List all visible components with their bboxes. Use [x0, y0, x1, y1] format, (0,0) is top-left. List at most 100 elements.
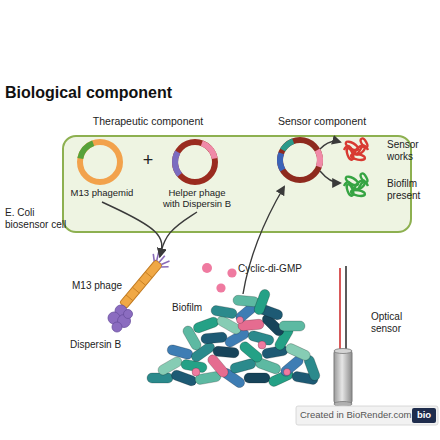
biofilm-cells	[247, 330, 275, 346]
phage-illustration	[115, 249, 172, 312]
red-protein	[359, 137, 368, 148]
biofilm-cells	[244, 373, 270, 383]
diagram-title: Biological component	[5, 83, 305, 102]
biofilm-cells	[234, 300, 260, 324]
biofilm-cells	[192, 316, 220, 334]
biofilm-cells	[261, 345, 288, 359]
biofilm-cells	[215, 314, 243, 336]
biofilm-cells	[181, 324, 203, 352]
biofilm-cells	[170, 369, 198, 387]
phage-illustration	[120, 260, 163, 309]
optical-sensor-device	[334, 266, 352, 407]
biofilm-cells	[210, 305, 237, 319]
flow-arrow	[160, 212, 197, 256]
red-protein	[344, 146, 368, 154]
section-heading: Sensor component	[270, 115, 374, 128]
phagemid-plasmid	[80, 142, 120, 182]
phagemid-plasmid	[80, 143, 93, 158]
biofilm-cells	[229, 358, 257, 374]
biofilm-cells	[194, 371, 221, 385]
biofilm-cells	[254, 357, 282, 375]
node-text: Biofilm present	[387, 178, 423, 202]
sensor-plasmid	[280, 153, 283, 170]
green-protein	[344, 172, 369, 196]
biofilm-cells	[156, 355, 184, 377]
green-protein	[351, 189, 366, 197]
dispersin-enzyme	[118, 315, 131, 328]
node-text: Helper phage with Dispersin B	[161, 187, 233, 210]
helper-phage-node: Helper phage with Dispersin B	[161, 140, 233, 212]
node-text: M13 phagemid	[68, 187, 136, 198]
dispersin-enzyme	[115, 305, 127, 317]
phage-illustration	[150, 254, 157, 261]
phage-node: M13 phage	[50, 256, 175, 306]
red-protein	[351, 153, 366, 161]
biofilm-cells	[256, 303, 284, 321]
optical-sensor-device	[339, 268, 341, 352]
watermark-badge	[296, 406, 438, 425]
watermark-badge	[296, 406, 438, 425]
node-text: Sensor works	[387, 139, 423, 163]
biofilm-cells	[147, 288, 321, 389]
biofilm-cells	[279, 354, 305, 378]
phage-illustration	[132, 287, 139, 293]
phagemid-node: M13 phagemid	[68, 140, 136, 202]
expression-arrow	[320, 171, 340, 183]
biofilm-cells	[303, 354, 321, 382]
biofilm-cells	[201, 332, 228, 344]
biofilm-cells	[189, 340, 216, 363]
green-protein	[344, 175, 359, 187]
signal-arrow	[243, 187, 284, 294]
section-heading: Therapeutic component	[88, 115, 208, 128]
biofilm-cells	[260, 312, 285, 337]
sensor-plasmid	[283, 141, 294, 150]
green-protein	[346, 183, 355, 196]
biofilm-cells	[219, 366, 246, 389]
red-protein	[344, 137, 369, 160]
watermark-badge	[412, 408, 436, 423]
helper-plasmid	[202, 143, 215, 158]
biofilm-cells	[291, 371, 318, 385]
green-protein	[344, 182, 368, 190]
biofilm-cells	[206, 353, 230, 379]
optical-sensor-node: Optical sensor	[325, 305, 430, 413]
expression-arrow	[320, 141, 340, 183]
phage-illustration	[161, 263, 168, 270]
optical-sensor-device	[334, 349, 352, 354]
dispersin-enzyme	[108, 305, 133, 332]
red-protein	[346, 147, 355, 160]
biofilm-cells	[223, 327, 251, 349]
phage-illustration	[145, 272, 152, 278]
optical-sensor-device	[334, 402, 352, 407]
signal-molecule	[216, 283, 225, 292]
flow-arrow	[102, 202, 162, 256]
biofilm-cells	[279, 321, 305, 331]
signal-molecule	[202, 263, 237, 293]
optical-sensor-device	[345, 266, 347, 352]
cell-box: E. Coli biosensor cellM13 phagemidHelper…	[62, 135, 412, 233]
red-protein	[344, 140, 359, 152]
dispersin-enzyme	[108, 312, 120, 324]
biofilm-cells	[238, 319, 265, 331]
biofilm-cells	[253, 288, 271, 316]
helper-plasmid	[175, 142, 215, 182]
watermark-logo: bio	[412, 409, 436, 420]
green-protein	[353, 179, 366, 191]
biofilm-cells	[180, 359, 207, 373]
optical-sensor-device	[334, 350, 352, 404]
node-text: E. Coli biosensor cell	[5, 207, 77, 231]
phage-illustration	[161, 258, 169, 267]
helper-plasmid	[175, 152, 180, 175]
biofilm-cells	[166, 344, 194, 360]
phagemid-plasmid	[80, 142, 120, 182]
red-protein	[353, 144, 366, 156]
biofilm-cells	[238, 340, 264, 364]
enzyme-node: Dispersin B	[60, 308, 140, 354]
biofilm-cells	[237, 317, 244, 324]
dispersin-enzyme	[112, 322, 122, 332]
phage-illustration	[139, 280, 146, 286]
signal-molecule	[202, 263, 212, 273]
biofilm-cells	[284, 342, 312, 362]
